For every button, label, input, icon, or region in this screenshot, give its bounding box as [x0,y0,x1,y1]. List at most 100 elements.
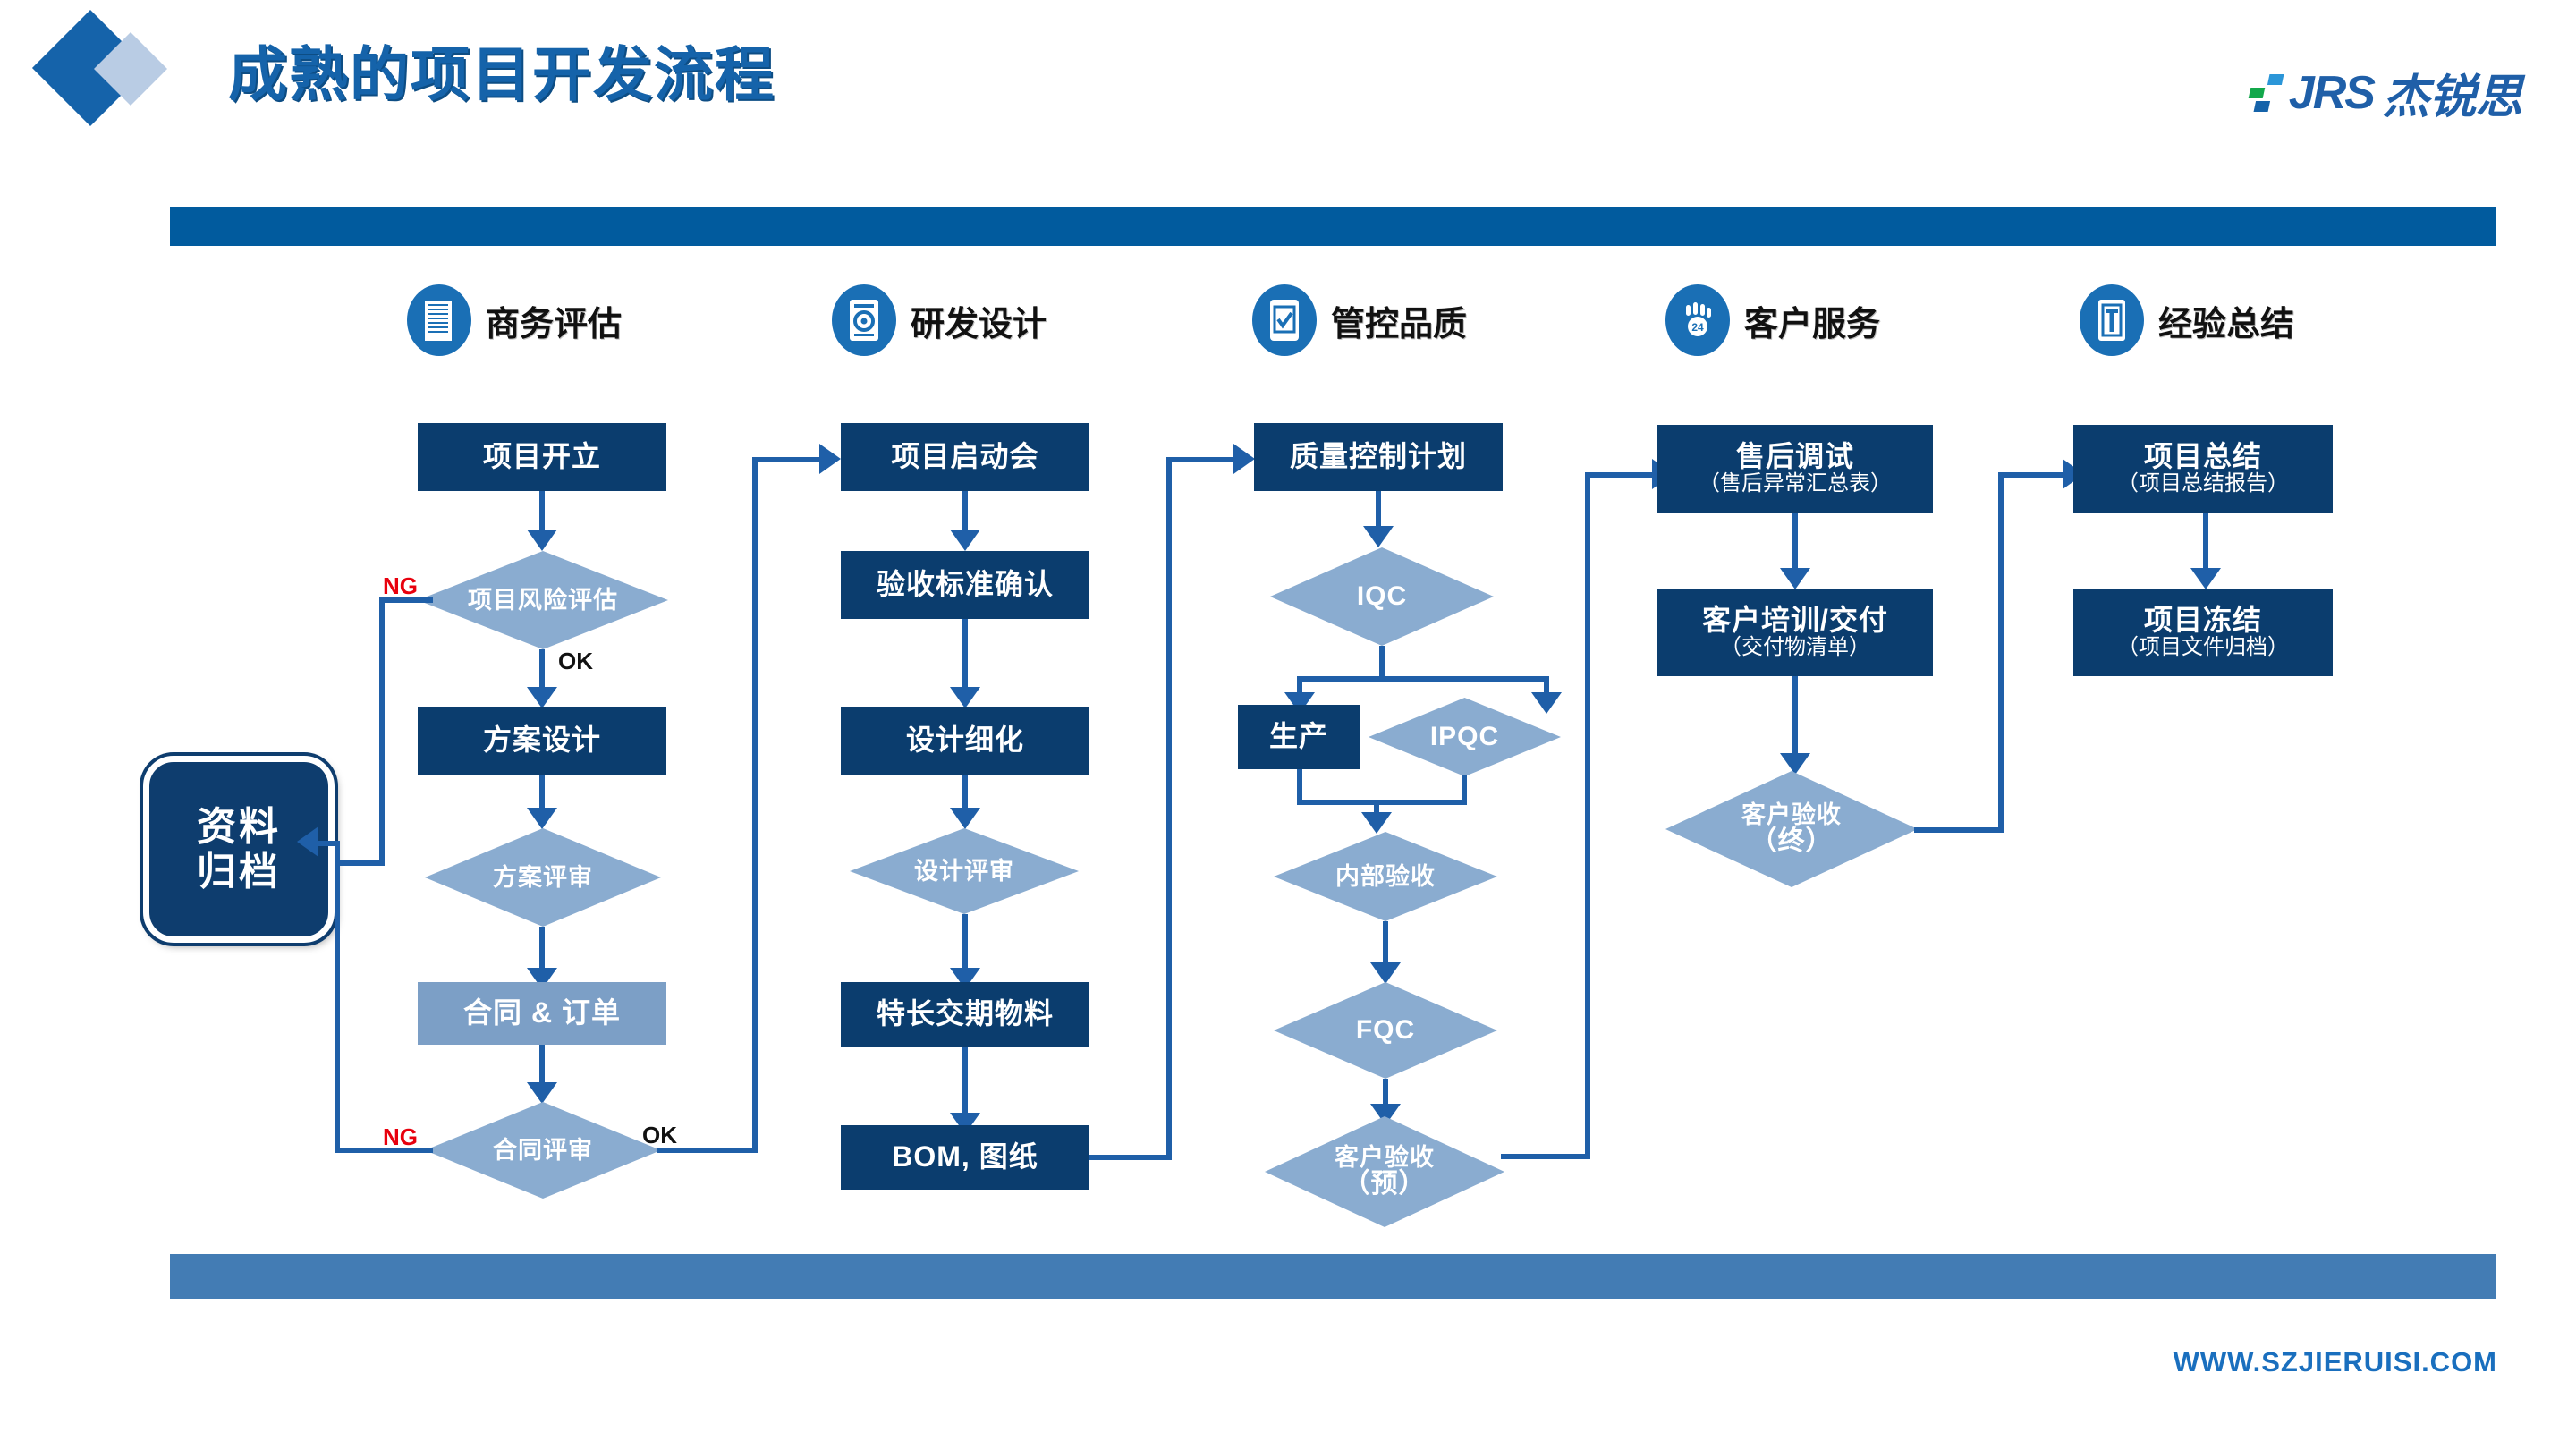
connector [1374,800,1379,816]
connector [1383,921,1388,968]
node-sublabel: （项目总结报告） [2117,470,2289,496]
node-project-summary[interactable]: 项目总结 （项目总结报告） [2073,425,2333,513]
node-long-lead-material[interactable]: 特长交期物料 [841,982,1089,1046]
node-iqc[interactable]: IQC [1270,547,1494,646]
arrow-down-icon [527,808,557,829]
connector [335,860,340,1150]
label-ok-risk: OK [558,648,593,674]
connector [1585,472,1658,478]
node-solution-design[interactable]: 方案设计 [418,707,666,775]
t-bar-phone-icon [2080,284,2144,356]
node-ipqc[interactable]: IPQC [1368,698,1561,776]
connector [1297,800,1467,805]
label-ok-contract: OK [642,1122,677,1148]
connector [962,491,968,535]
node-label: 客户验收 [1741,801,1842,828]
node-kickoff-meeting[interactable]: 项目启动会 [841,423,1089,491]
node-label: 项目总结 [2143,440,2262,472]
node-label: 项目开立 [482,440,601,473]
node-design-detail[interactable]: 设计细化 [841,707,1089,775]
label-ng-contract: NG [383,1123,418,1150]
column-header-label: 研发设计 [911,305,1047,343]
node-sublabel: （终） [1750,826,1834,857]
connector [335,1148,384,1153]
arrow-down-icon [2190,568,2221,589]
node-contract-review[interactable]: 合同评审 [425,1102,661,1199]
column-header-quality: 管控品质 [1252,284,1467,356]
arrow-down-icon [1531,692,1562,714]
node-label: 项目冻结 [2143,604,2262,636]
node-quality-plan[interactable]: 质量控制计划 [1254,423,1503,491]
connector [539,775,545,813]
node-label: BOM, 图纸 [892,1140,1038,1174]
connector [962,1046,968,1118]
node-label: 售后调试 [1735,440,1854,472]
header-decoration [31,9,228,143]
node-label: 项目风险评估 [468,586,618,614]
node-customer-acceptance-final[interactable]: 客户验收 （终） [1665,771,1918,887]
node-acceptance-standard[interactable]: 验收标准确认 [841,551,1089,619]
node-production[interactable]: 生产 [1238,705,1360,769]
top-accent-bar [170,207,2496,246]
node-project-freeze[interactable]: 项目冻结 （项目文件归档） [2073,589,2333,676]
node-design-review[interactable]: 设计评审 [850,828,1079,914]
node-label: FQC [1355,1015,1416,1046]
node-label: 设计细化 [905,724,1024,757]
connector [340,860,341,866]
node-sublabel: （项目文件归档） [2117,634,2289,659]
node-label: 内部验收 [1335,862,1436,890]
connector [335,841,340,862]
node-label-line1: 资料 [197,805,281,850]
connector [1376,491,1381,531]
column-header-rnd: 研发设计 [832,284,1046,356]
node-label: IPQC [1429,722,1500,752]
arrow-down-icon [1780,753,1810,775]
logo-text-cn: 杰锐思 [2382,72,2522,123]
connector [962,619,968,692]
node-after-sales-debug[interactable]: 售后调试 （售后异常汇总表） [1657,425,1933,513]
arrow-down-icon [1363,526,1394,547]
node-sublabel: （交付物清单） [1720,634,1870,659]
node-label: 项目启动会 [891,440,1039,473]
document-grid-icon [407,284,471,356]
connector [1462,775,1467,803]
connector [1166,457,1240,462]
jrs-logo-mark-icon [2245,73,2284,112]
arrow-down-icon [1361,812,1392,834]
arrow-down-icon [527,1082,557,1104]
connector [1297,676,1549,682]
node-customer-acceptance-pre[interactable]: 客户验收 （预） [1265,1116,1504,1227]
gear-blueprint-icon [832,284,896,356]
column-header-label: 客户服务 [1744,305,1881,343]
connector [1998,472,2068,478]
bottom-accent-bar [170,1254,2496,1299]
node-customer-training-delivery[interactable]: 客户培训/交付 （交付物清单） [1657,589,1933,676]
connector [379,1148,433,1153]
connector [1914,827,2004,833]
connector [335,860,385,866]
connector [379,597,385,866]
node-contract-order[interactable]: 合同 & 订单 [418,982,666,1045]
node-risk-assessment[interactable]: 项目风险评估 [418,551,668,649]
connector [752,457,826,462]
node-internal-acceptance[interactable]: 内部验收 [1274,832,1497,921]
logo-text-en: JRS [2288,66,2376,119]
column-header-business: 商务评估 [407,284,622,356]
arrow-right-icon [819,444,841,474]
connector [539,927,545,973]
node-fqc[interactable]: FQC [1274,982,1497,1079]
site-url[interactable]: WWW.SZJIERUISI.COM [2173,1346,2497,1377]
node-sublabel: （预） [1343,1169,1427,1199]
node-bom-drawing[interactable]: BOM, 图纸 [841,1125,1089,1190]
column-header-label: 经验总结 [2158,305,2295,343]
connector [2203,513,2208,573]
connector [1501,1154,1590,1159]
connector [539,1045,545,1088]
column-header-service: 24 客户服务 [1665,284,1880,356]
page-title: 成熟的项目开发流程 [228,41,775,107]
node-label: 特长交期物料 [876,997,1054,1030]
node-project-open[interactable]: 项目开立 [418,423,666,491]
column-header-label: 商务评估 [486,305,623,343]
connector [1379,646,1385,682]
node-solution-review[interactable]: 方案评审 [425,828,661,927]
